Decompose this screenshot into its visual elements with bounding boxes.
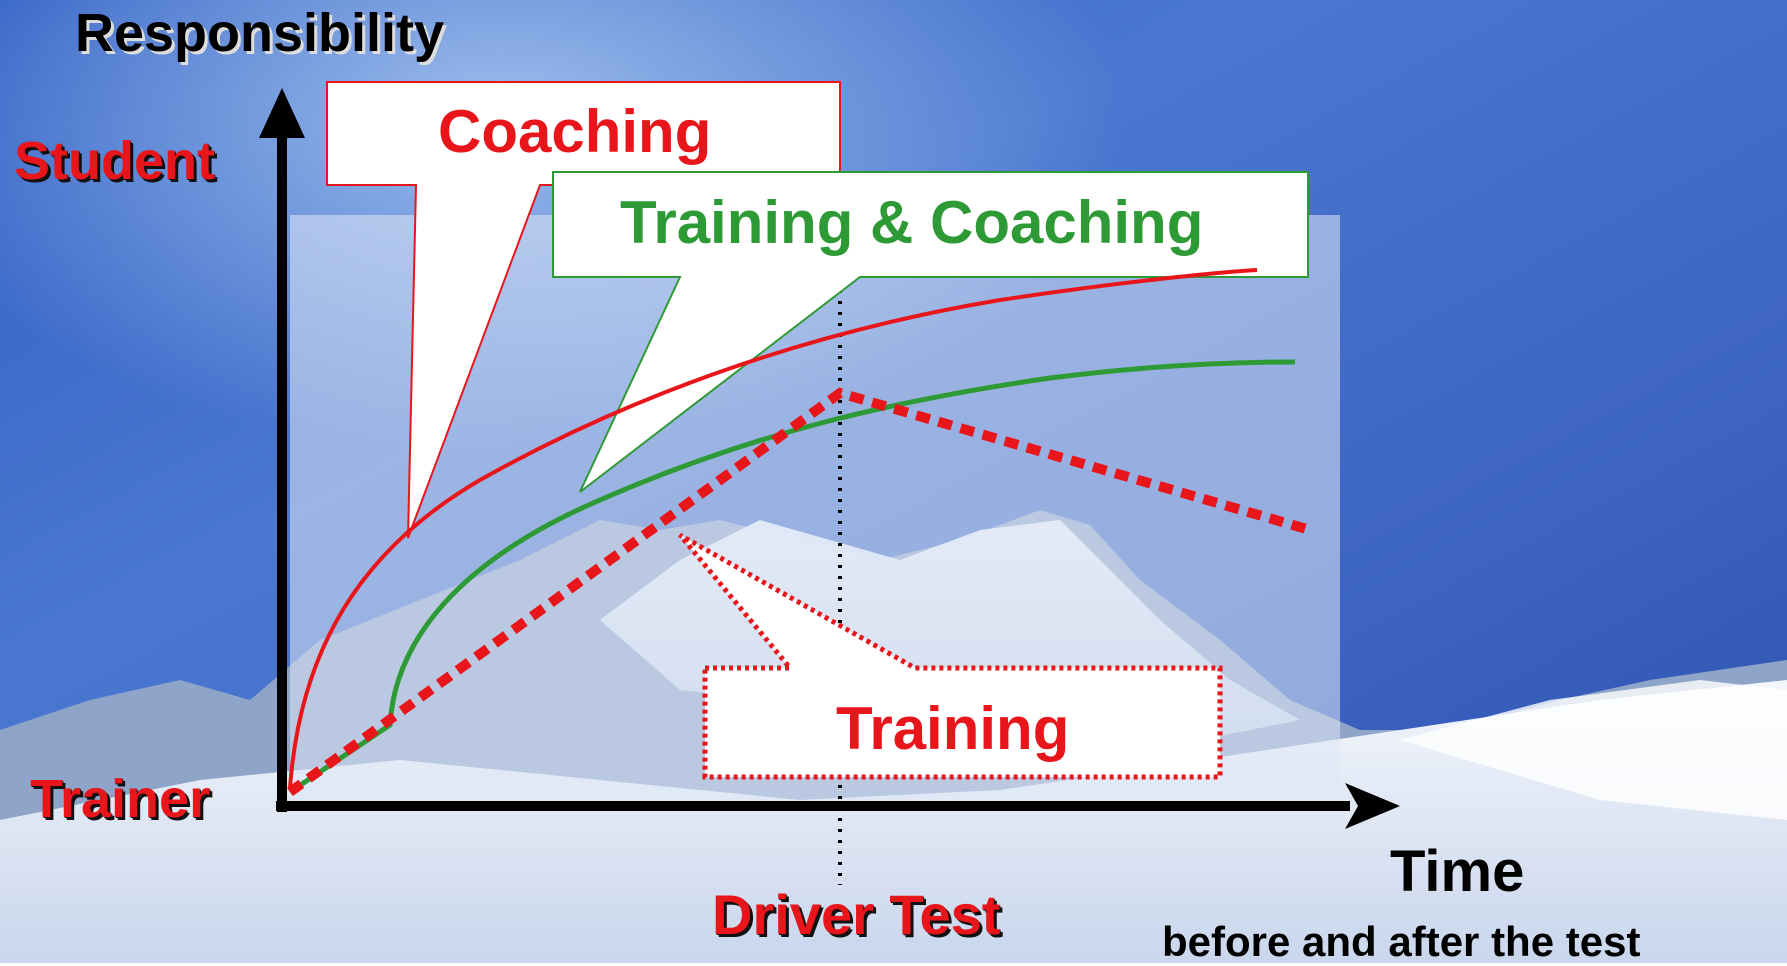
training-curve — [287, 387, 1312, 797]
training-coaching-callout-label: Training & Coaching — [620, 189, 1204, 256]
training-callout-box — [678, 532, 1223, 780]
coaching-curve — [288, 268, 1258, 789]
training-callout-label: Training — [836, 695, 1070, 762]
coaching-callout-label: Coaching — [438, 98, 712, 165]
y-axis-arrowhead — [259, 88, 305, 138]
y-axis-bottom-label: Trainer — [30, 769, 211, 829]
y-axis-top-label: Student — [14, 131, 215, 191]
x-axis-arrowhead — [1345, 783, 1400, 829]
driver-test-label: Driver Test — [712, 883, 1001, 946]
y-axis-title: Responsibility — [75, 3, 445, 63]
x-axis-subtitle: before and after the test — [1162, 918, 1641, 965]
training-coaching-callout-box — [552, 171, 1309, 493]
training-coaching-curve — [288, 359, 1296, 795]
coaching-callout-box — [326, 81, 841, 539]
x-axis-title: Time — [1390, 839, 1525, 904]
